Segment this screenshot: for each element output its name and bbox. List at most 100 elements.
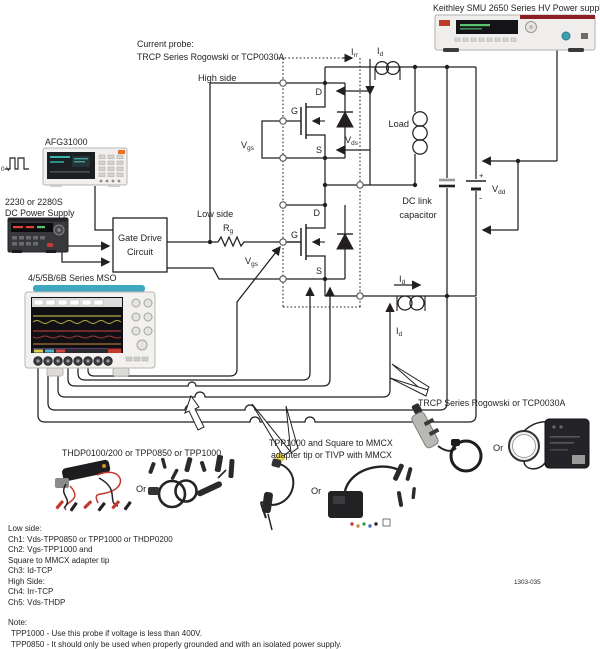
id-riser-label: Id (396, 326, 403, 338)
ls-source-lead (306, 255, 326, 279)
id-top-coil-leads (374, 67, 401, 80)
mosfet-symbols (300, 83, 354, 279)
load-coil-loop (412, 139, 428, 155)
id-top-coil (385, 60, 401, 76)
double-pulse-waveform-icon (5, 157, 29, 170)
probe-wire-bundle (37, 245, 477, 423)
or-label-1: Or (136, 484, 146, 494)
keithley-terminal (561, 31, 571, 41)
id-bottom-coil-leads (396, 296, 426, 311)
vgs-high-label: Vgs (241, 140, 254, 152)
high-side-label: High side (198, 73, 236, 83)
ls-drain-lead (306, 205, 326, 229)
probe-points (279, 79, 364, 300)
mso-bnc-inputs (33, 356, 113, 366)
dc-power-supply-photo (7, 217, 69, 253)
load-coil-loop (412, 125, 428, 141)
ls-diode-triangle (336, 232, 354, 250)
hs-drain-pin-label: D (316, 87, 323, 97)
tcp0030a-photo (508, 418, 590, 470)
vds-label: Vds (345, 135, 358, 147)
hs-diode-triangle (336, 110, 354, 128)
or-label-2: Or (311, 486, 321, 496)
thdp-group-label: THDP0100/200 or TPP0850 or TPP1000 (62, 448, 221, 458)
note-line: TPP1000 - Use this probe if voltage is l… (11, 629, 202, 638)
channel-note-line: Low side: (8, 524, 42, 533)
battery-minus: - (479, 193, 482, 203)
label-pointer-arrows (184, 363, 430, 457)
channel-note-line: Square to MMCX adapter tip (8, 556, 110, 565)
rg-label: Rg (223, 223, 234, 235)
id-bottom-coil (409, 295, 425, 311)
channel-notes-block: Low side: Ch1: Vds-TPP0850 or TPP1000 or… (8, 524, 173, 607)
probe-wire-ch4 (47, 297, 448, 411)
channel-note-line: High Side: (8, 577, 45, 586)
tivp-accessory-rings (350, 518, 391, 528)
dc-link-label-line2: capacitor (399, 210, 436, 220)
note-heading: Note: (8, 618, 27, 627)
circuit-wiring (61, 50, 558, 311)
hs-drain-lead (306, 83, 326, 108)
tpp-pointer-arrow (251, 403, 291, 457)
hs-gate-pin-label: G (291, 106, 298, 116)
probe-wire-vgs (87, 245, 281, 377)
low-side-label: Low side (197, 209, 233, 219)
thdp-pointer-arrow (184, 394, 205, 431)
hs-source-lead (306, 134, 326, 158)
irr-label: Irr (351, 47, 359, 59)
ls-drain-pin-label: D (314, 208, 321, 218)
afg-label: AFG31000 (45, 137, 88, 147)
mso-knobs (131, 298, 153, 351)
tpp-group-label-line2: adapter tip or TIVP with MMCX (271, 450, 392, 460)
id-top-coil (374, 60, 390, 76)
probe-wire-s1 (77, 286, 315, 381)
mso-label: 4/5/5B/6B Series MSO (28, 273, 117, 283)
probe-wire-ch5 (37, 297, 477, 423)
dc-supply-label-line2: DC Power Supply (5, 208, 75, 218)
channel-note-line: Ch2: Vgs-TPP1000 and (8, 545, 93, 554)
keithley-label: Keithley SMU 2650 Series HV Power supply (433, 3, 600, 13)
channel-note-line: Ch5: Vds-THDP (8, 598, 65, 607)
tpp-group-label-line1: TPP1000 and Square to MMCX (269, 438, 393, 448)
ls-gate-pin-label: G (291, 230, 298, 240)
probe-wire-id (57, 302, 395, 398)
trcp-group-label: TRCP Series Rogowski or TCP0030A (418, 398, 565, 408)
junction-dots (207, 64, 521, 299)
gate-drive-label-line1: Gate Drive (118, 233, 162, 243)
mso-oscilloscope-photo (24, 285, 156, 377)
vgs-high-bracket (261, 120, 283, 159)
tpp-probe-photo (148, 454, 235, 509)
battery-plus: + (479, 171, 484, 180)
probe-dotted-lines (277, 57, 362, 308)
dc-supply-wire-2 (61, 252, 111, 267)
zero-v-label: 0 V (1, 166, 11, 173)
tivp-probe-photo (328, 463, 416, 528)
channel-note-line: Ch3: Id-TCP (8, 566, 52, 575)
ls-source-pin-label: S (316, 266, 322, 276)
id-bottom-coil (397, 295, 413, 311)
gate-drive-label-line2: Circuit (127, 247, 153, 257)
load-label: Load (389, 119, 409, 129)
id-top-label: Id (377, 46, 384, 58)
channel-note-line: Ch4: Irr-TCP (8, 587, 53, 596)
vdd-label: Vdd (492, 184, 506, 196)
id-bottom-label: Id (399, 274, 406, 286)
trcp-rogowski-photo (411, 403, 483, 473)
afg31000-photo (42, 147, 128, 187)
figure-number: 1303-035 (514, 579, 541, 586)
dc-link-label-line1: DC link (402, 196, 432, 206)
gate-drive-box (112, 217, 168, 273)
hs-source-pin-label: S (316, 145, 322, 155)
vgs-low-label: Vgs (245, 256, 258, 268)
channel-note-line: Ch1: Vds-TPP0850 or TPP1000 or THDP0200 (8, 535, 173, 544)
low-side-return-wire (167, 267, 283, 280)
or-label-3: Or (493, 443, 503, 453)
note-block: Note: TPP1000 - Use this probe if voltag… (8, 618, 342, 649)
thdp-probe-photo (55, 459, 132, 512)
tpp1000-mmcx-photo (260, 453, 295, 531)
note-line: TPP0850 - It should only be used when pr… (11, 640, 342, 649)
dc-supply-label-line1: 2230 or 2280S (5, 197, 63, 207)
load-coil-loop (412, 111, 428, 127)
